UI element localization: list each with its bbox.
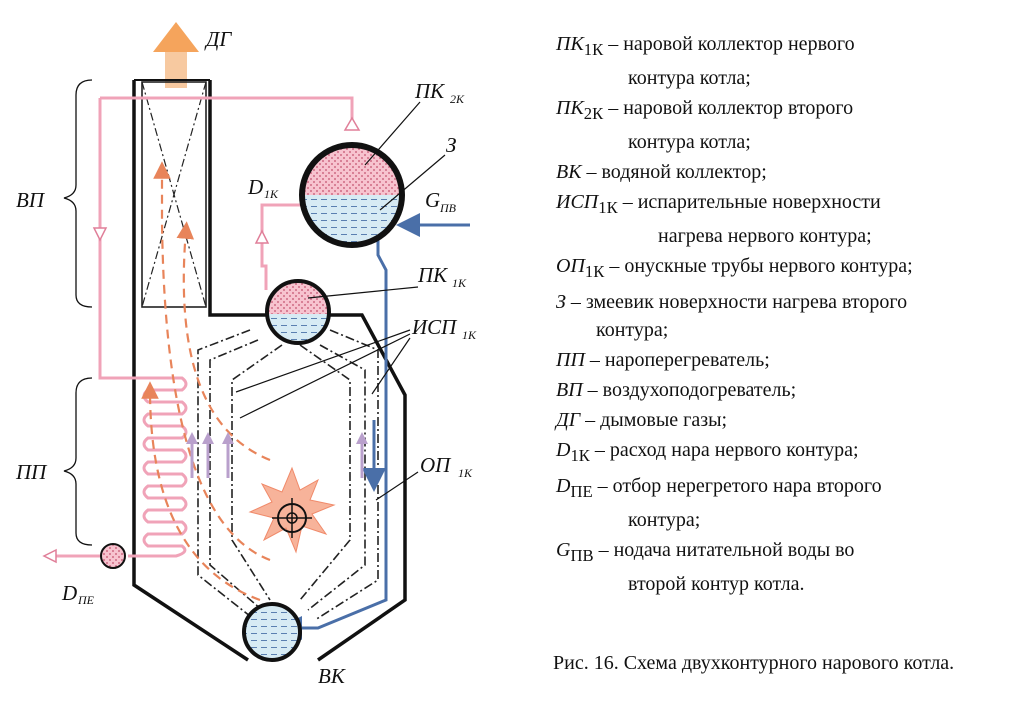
evaporating-surfaces — [197, 329, 379, 621]
legend-continuation: контура; — [596, 319, 669, 341]
legend-item-z: З – змеевик новерхности нагрева второго … — [556, 288, 1006, 344]
boiler-casing — [132, 79, 407, 662]
leader-lines — [235, 101, 446, 501]
legend-symbol: З — [556, 291, 566, 313]
label-gpv: G — [425, 188, 440, 212]
legend-text: – наровой коллектор второго — [603, 97, 854, 119]
legend-subscript: ПЕ — [570, 482, 593, 501]
label-op1k-sub: 1К — [458, 466, 473, 480]
label-pk2k: ПК — [414, 79, 445, 103]
legend-item-pp: ПП – нароперегреватель; — [556, 346, 1006, 374]
legend-symbol: ПП — [556, 349, 585, 371]
air-preheater — [141, 81, 207, 308]
legend-continuation: контура; — [628, 509, 701, 531]
legend-continuation: контура котла; — [628, 131, 751, 153]
superheater-coil — [92, 96, 361, 558]
legend-item-pk2k: ПК2К – наровой коллектор второго контура… — [556, 94, 1006, 156]
legend-item-dpe: DПЕ – отбор нерегретого нара второго кон… — [556, 472, 1006, 534]
legend-symbol: ОП — [556, 255, 585, 277]
legend-text: – онускные трубы нервого контура; — [604, 255, 913, 277]
boiler-scheme: ДГ ВП ПП ВК ПК 2К З D 1К G ПВ ПК 1К ИСП … — [15, 22, 477, 688]
figure-caption: Рис. 16. Схема двухконтурного нарового к… — [553, 652, 955, 674]
label-dpe: D — [61, 581, 77, 605]
legend-item-vp: ВП – воздухоподогреватель; — [556, 376, 1006, 404]
superheater-header — [42, 543, 126, 569]
label-op1k: ОП — [420, 453, 452, 477]
legend-text: – нодача нитательной воды во — [593, 539, 855, 561]
legend-subscript: 1К — [584, 262, 605, 281]
legend-item-d1k: D1К – расход нара нервого контура; — [556, 436, 1006, 470]
legend-text: – воздухоподогреватель; — [582, 379, 797, 401]
legend-text: – отбор нерегретого нара второго — [592, 475, 882, 497]
label-pk1k: ПК — [417, 263, 448, 287]
drum-vk — [242, 602, 302, 662]
burner-flame — [248, 466, 336, 554]
legend-subscript: 1К — [583, 40, 604, 59]
label-dg: ДГ — [204, 27, 232, 51]
legend-item-op1k: ОП1К – онускные трубы нервого контура; — [556, 252, 1006, 286]
legend-subscript: ПВ — [570, 546, 594, 565]
legend-subscript: 1К — [570, 446, 590, 465]
legend-item-dg: ДГ – дымовые газы; — [556, 406, 1006, 434]
legend-symbol: D — [556, 475, 571, 497]
legend: ПК1К – наровой коллектор нервого контура… — [556, 30, 1006, 600]
legend-text: – змеевик новерхности нагрева второго — [565, 291, 908, 313]
label-pk1k-sub: 1К — [452, 276, 467, 290]
legend-symbol: G — [556, 539, 571, 561]
legend-item-gpv: GПВ – нодача нитательной воды во второй … — [556, 536, 1006, 598]
legend-symbol: ПК — [556, 97, 584, 119]
drum-pk2k — [299, 142, 405, 248]
label-z: З — [446, 133, 456, 157]
legend-subscript: 2К — [583, 104, 604, 123]
drum-pk1k — [265, 279, 331, 345]
hot-gas-flow — [141, 161, 271, 602]
label-isp1k: ИСП — [411, 315, 458, 339]
label-isp1k-sub: 1К — [462, 328, 477, 342]
legend-item-vk: ВК – водяной коллектор; — [556, 158, 1006, 186]
brace-vp — [63, 79, 93, 308]
brace-pp — [63, 377, 93, 546]
label-d1k-sub: 1К — [264, 187, 279, 201]
legend-symbol: D — [556, 439, 571, 461]
legend-text: – расход нара нервого контура; — [589, 439, 859, 461]
legend-symbol: ВК — [556, 161, 582, 183]
legend-text: – водяной коллектор; — [581, 161, 767, 183]
legend-item-pk1k: ПК1К – наровой коллектор нервого контура… — [556, 30, 1006, 92]
label-dpe-sub: ПЕ — [77, 593, 95, 607]
flue-gas-arrow — [153, 22, 199, 88]
air-flow — [186, 432, 368, 478]
legend-continuation: контура котла; — [628, 67, 751, 89]
label-pp: ПП — [15, 460, 48, 484]
legend-text: – наровой коллектор нервого — [603, 33, 855, 55]
legend-text: – дымовые газы; — [580, 409, 728, 431]
legend-item-isp1k: ИСП1К – испарительные новерхности нагрев… — [556, 188, 1006, 250]
label-d1k: D — [247, 175, 263, 199]
legend-symbol: ИСП — [556, 191, 599, 213]
legend-continuation: нагрева нервого контура; — [658, 225, 872, 247]
legend-symbol: ДГ — [556, 409, 581, 431]
legend-symbol: ПК — [556, 33, 584, 55]
label-pk2k-sub: 2К — [450, 92, 465, 106]
label-vp: ВП — [16, 188, 46, 212]
legend-text: – нароперегреватель; — [584, 349, 770, 371]
label-gpv-sub: ПВ — [439, 201, 457, 215]
legend-subscript: 1К — [598, 198, 618, 217]
label-vk: ВК — [318, 664, 346, 688]
legend-continuation: второй контур котла. — [628, 573, 805, 595]
feed-water-line — [278, 213, 470, 640]
legend-text: – испарительные новерхности — [617, 191, 881, 213]
legend-symbol: ВП — [556, 379, 583, 401]
